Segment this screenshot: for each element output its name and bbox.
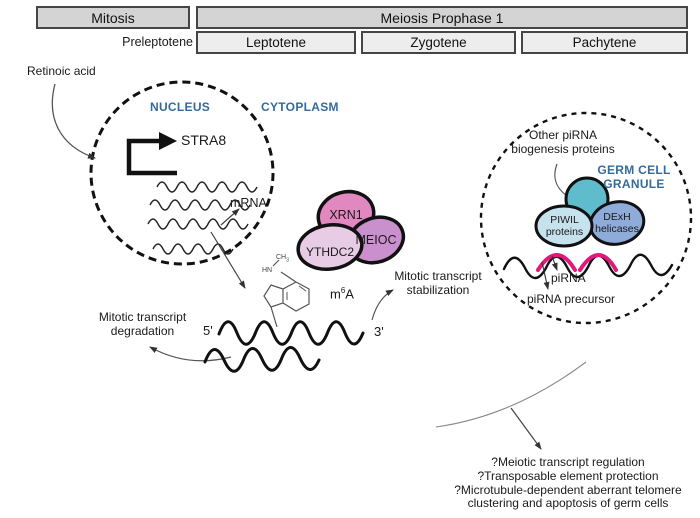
stage-box-pachytene: Pachytene [521, 31, 688, 54]
degradation-arrow-icon [149, 346, 232, 362]
m6a-double-bond [286, 285, 307, 300]
cytoplasm-label: CYTOPLASM [261, 100, 339, 114]
germ-cell-granule-label: GERM CELL GRANULE [595, 163, 673, 191]
m6a-tail-text: A [345, 286, 354, 302]
ythdc2-label: YTHDC2 [305, 245, 354, 259]
transcript-strand [203, 346, 321, 373]
pirna-precursor-arrow-icon [541, 261, 550, 290]
phase-box-mitosis: Mitosis [36, 6, 190, 29]
pirna-segment [578, 253, 618, 272]
nucleus-label: NUCLEUS [150, 100, 211, 114]
transcript-strand [217, 320, 365, 346]
phase-box-meiosis-prophase-1: Meiosis Prophase 1 [196, 6, 688, 29]
piwil-proteins-label: PIWIL proteins [537, 214, 592, 238]
granule-label-line-2: GRANULE [603, 177, 665, 191]
stage-box-zygotene: Zygotene [361, 31, 516, 54]
xrn1-label: XRN1 [329, 208, 363, 222]
germ-granule-boundary [479, 111, 693, 325]
stabilization-line-2: stabilization [406, 283, 470, 297]
dexh-line-1: DExH [603, 211, 631, 223]
degradation-line-1: Mitotic transcript [98, 310, 187, 324]
ch3-text: CH [276, 254, 287, 261]
mrna-squiggle [149, 199, 251, 211]
retinoic-acid-arrow-icon [51, 83, 96, 159]
stage-box-leptotene: Leptotene [196, 31, 356, 54]
degradation-line-2: degradation [110, 324, 175, 338]
mitotic-transcript-degradation-label: Mitotic transcript degradation [85, 310, 200, 338]
outcome-line-3: ?Microtubule-dependent aberrant telomere [454, 482, 682, 497]
outcome-arrow-icon [510, 407, 542, 450]
m6a-base-structure [263, 281, 310, 312]
promoter-arrowhead-icon [159, 132, 177, 150]
stage-label-preleptotene: Preleptotene [122, 35, 193, 49]
ch3-subscript: 3 [286, 257, 289, 264]
m6a-base-text: m [330, 286, 341, 302]
stabilization-line-1: Mitotic transcript [394, 269, 482, 283]
piwil-line-2: proteins [545, 225, 584, 238]
pirna-arrow-icon [551, 255, 558, 271]
mrna-label-arrow-icon [220, 208, 240, 226]
stra8-gene-label: STRA8 [181, 132, 227, 148]
piwil-protein [534, 204, 594, 248]
outcome-curve [435, 361, 587, 428]
granule-label-line-1: GERM CELL [597, 163, 671, 177]
retinoic-acid-label: Retinoic acid [27, 64, 96, 78]
pirna-precursor-label: piRNA precursor [527, 292, 616, 306]
outcome-line-1: ?Meiotic transcript regulation [491, 455, 645, 469]
outcome-line-4: clustering and apoptosis of germ cells [467, 496, 669, 511]
piwil-line-1: PIWIL [550, 214, 579, 226]
outcomes-text-block: ?Meiotic transcript regulation ?Transpos… [418, 455, 700, 511]
m6a-superscript: 6 [340, 286, 346, 295]
mrna-export-arrow-icon [210, 231, 246, 289]
meioc-label: MEIOC [355, 233, 397, 247]
promoter-arrow-icon [126, 138, 177, 176]
hn-atom-label: HN [262, 267, 273, 274]
dexh-helicases-label: DExH helicases [589, 211, 645, 235]
outcome-line-2: ?Transposable element protection [477, 468, 659, 483]
mitotic-transcript-stabilization-label: Mitotic transcript stabilization [383, 269, 493, 297]
other-pirna-line-2: biogenesis proteins [511, 142, 615, 156]
ythdc2-protein [296, 223, 364, 271]
other-pirna-biogenesis-label: Other piRNA biogenesis proteins [500, 128, 626, 156]
three-prime-label: 3' [374, 324, 384, 339]
pirna-precursor-strand [502, 253, 674, 280]
dexh-line-2: helicases [595, 222, 639, 235]
m6a-label: m6A [330, 284, 354, 301]
other-pirna-line-1: Other piRNA [528, 128, 598, 142]
mrna-squiggle [156, 181, 258, 193]
nuclear-envelope [89, 80, 275, 266]
mrna-label: mRNA [230, 196, 267, 210]
methyl-group-label: CH3 [276, 254, 289, 264]
mrna-squiggle [147, 218, 249, 230]
pirna-label: piRNA [551, 271, 586, 285]
stabilization-arrow-icon [371, 289, 394, 321]
pirna-segment [536, 253, 577, 272]
mrna-squiggle [152, 243, 234, 255]
five-prime-label: 5' [203, 323, 213, 338]
m6a-methyl-bonds [272, 259, 297, 283]
m6a-strand-bond [270, 306, 278, 328]
